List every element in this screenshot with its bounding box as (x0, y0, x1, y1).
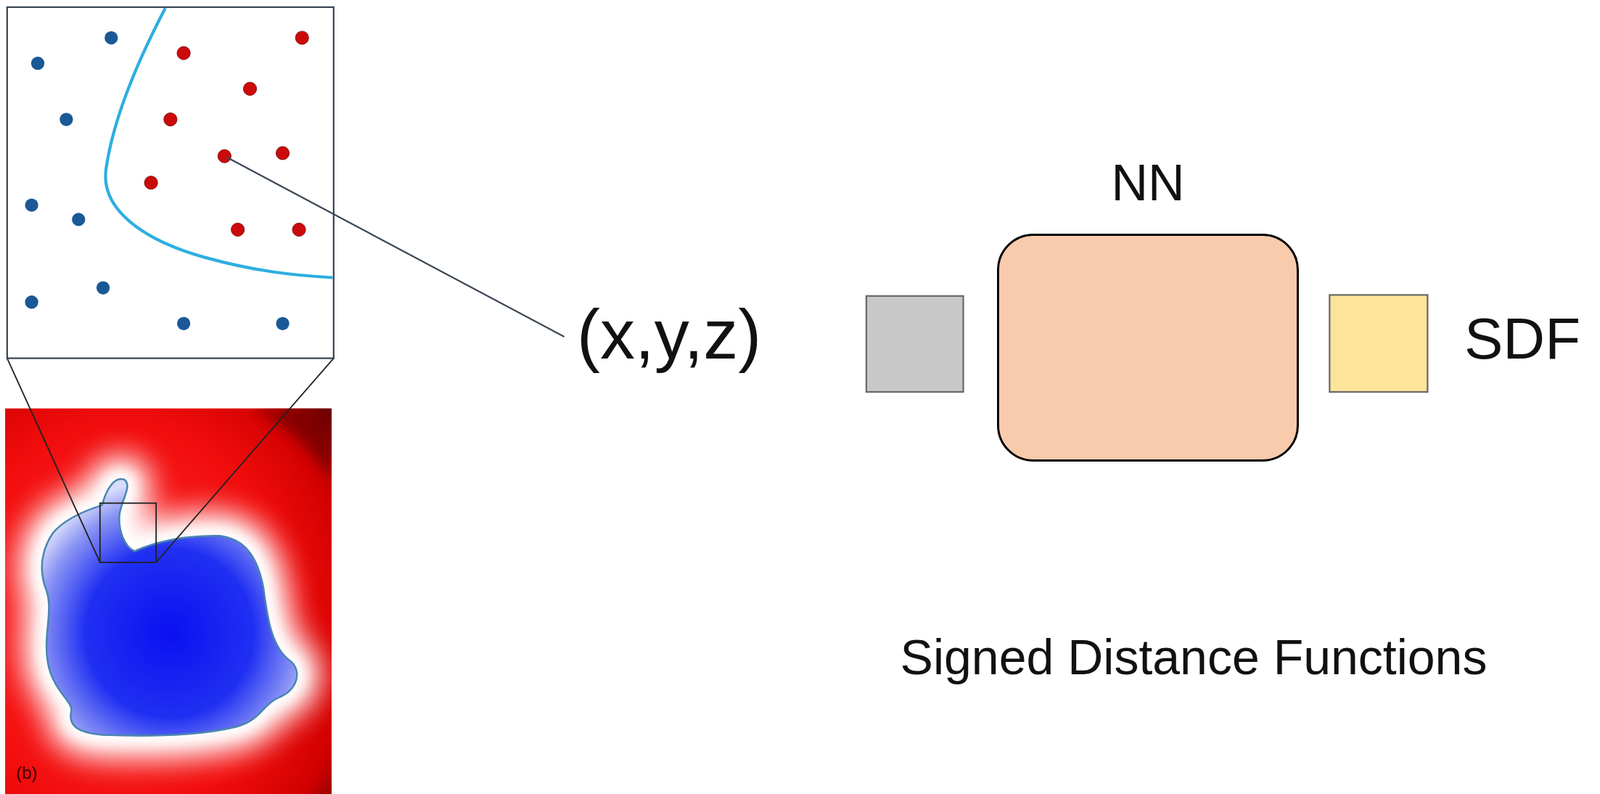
node-heading: NN (1110, 155, 1185, 212)
input-square (866, 296, 964, 392)
sdf-image (5, 408, 332, 794)
diagram-caption: Signed Distance Functions (900, 629, 1488, 685)
output-label: SDF (1464, 306, 1581, 371)
output-square (1329, 294, 1428, 392)
zoom-panel (7, 7, 334, 359)
panel-letter: (b) (15, 763, 38, 783)
network-box: NN (997, 233, 1299, 462)
input-coords: (x,y,z) (576, 296, 762, 373)
